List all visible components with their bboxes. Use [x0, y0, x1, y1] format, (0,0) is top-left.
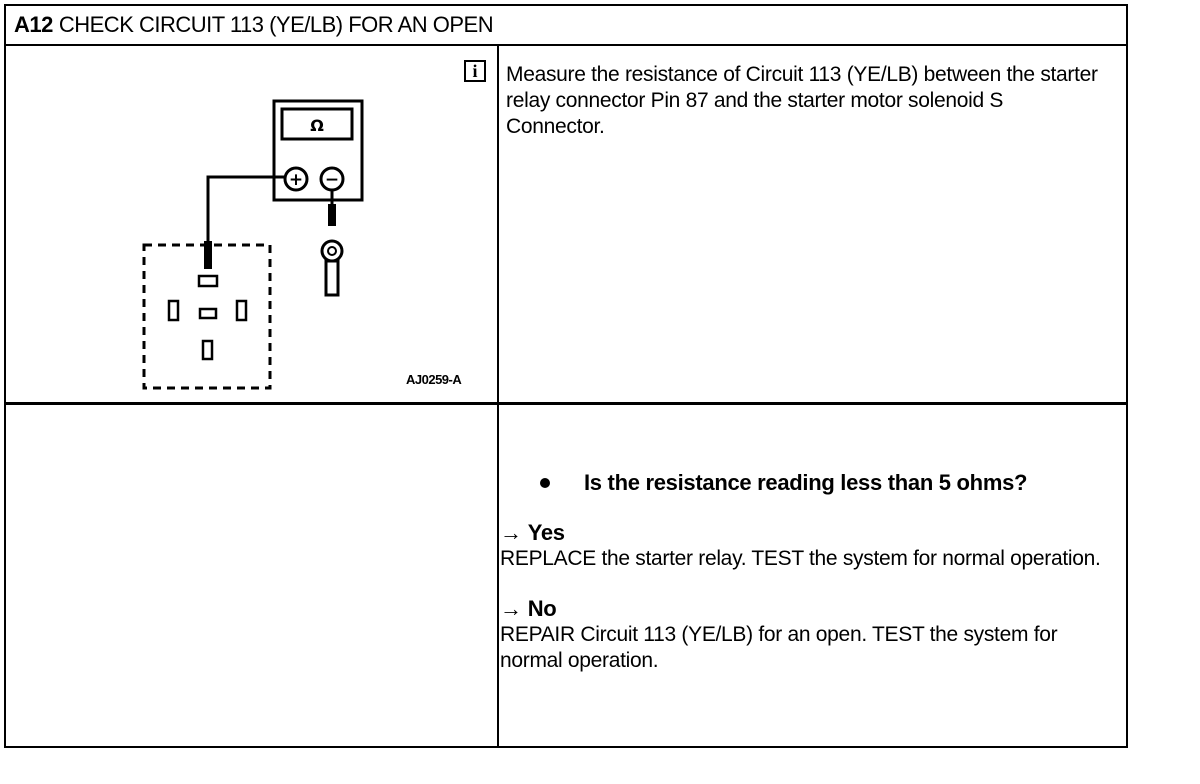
- row-divider: [6, 402, 1126, 405]
- branch-no: → No REPAIR Circuit 113 (YE/LB) for an o…: [500, 596, 1110, 674]
- procedure-table: A12 CHECK CIRCUIT 113 (YE/LB) FOR AN OPE…: [4, 4, 1128, 748]
- branch-yes: → Yes REPLACE the starter relay. TEST th…: [500, 520, 1110, 572]
- plus-probe-tip: [204, 241, 212, 269]
- relay-pin-bottom: [201, 339, 214, 361]
- instruction-text: Measure the resistance of Circuit 113 (Y…: [506, 63, 1098, 138]
- branch-no-text: REPAIR Circuit 113 (YE/LB) for an open. …: [500, 623, 1058, 672]
- results-section: Is the resistance reading less than 5 oh…: [500, 470, 1110, 674]
- plus-lead-wire: [206, 175, 285, 241]
- ring-terminal-barrel: [324, 259, 340, 297]
- minus-probe-tip: [328, 204, 336, 226]
- relay-pin-right: [235, 299, 248, 322]
- branch-yes-text: REPLACE the starter relay. TEST the syst…: [500, 547, 1101, 570]
- plus-terminal-icon: [283, 166, 309, 192]
- relay-pin-left: [167, 299, 180, 322]
- question: Is the resistance reading less than 5 oh…: [500, 470, 1110, 496]
- title-row: A12 CHECK CIRCUIT 113 (YE/LB) FOR AN OPE…: [6, 6, 1126, 46]
- step-title: CHECK CIRCUIT 113 (YE/LB) FOR AN OPEN: [58, 12, 494, 37]
- bullet-icon: [540, 478, 550, 488]
- step-number: A12: [14, 12, 53, 37]
- info-icon: i: [464, 60, 486, 82]
- relay-pin-87: [197, 274, 219, 288]
- ohmmeter-display: [280, 107, 354, 141]
- plus-sign: +: [289, 170, 303, 190]
- question-text: Is the resistance reading less than 5 oh…: [584, 470, 1028, 495]
- arrow-right-icon: →: [500, 596, 522, 621]
- ohm-symbol: Ω: [310, 116, 324, 135]
- meter-connector-illustration: Ω + −: [142, 99, 364, 390]
- relay-pin-center: [198, 307, 218, 320]
- arrow-right-icon: →: [500, 520, 522, 545]
- relay-connector-outline: [142, 243, 272, 390]
- ring-terminal-hole: [327, 246, 337, 256]
- minus-sign: −: [325, 170, 339, 190]
- figure-id: AJ0259-A: [406, 372, 462, 387]
- column-divider: [497, 46, 499, 748]
- test-diagram: i Ω + − AJ0259: [6, 46, 497, 402]
- branch-yes-label: Yes: [527, 520, 565, 545]
- branch-no-label: No: [527, 596, 557, 621]
